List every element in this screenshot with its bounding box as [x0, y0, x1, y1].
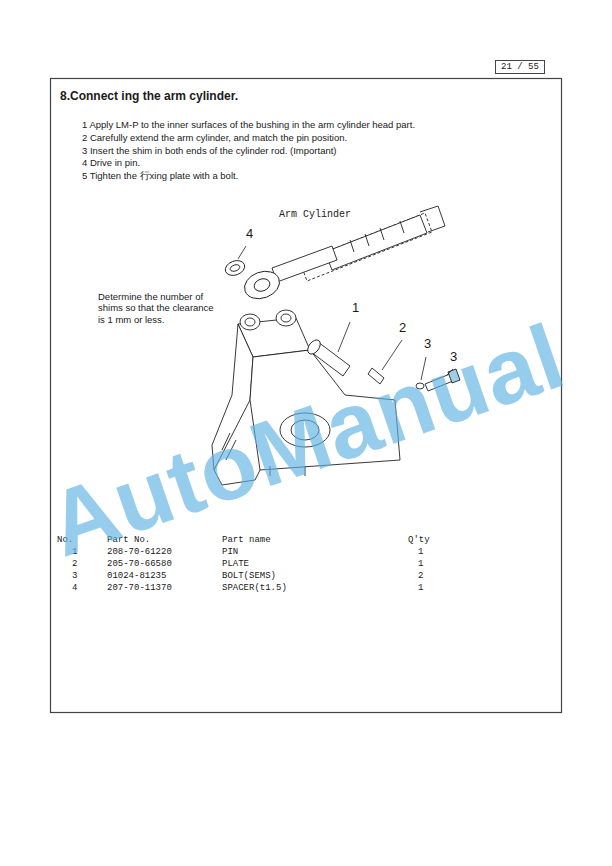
table-cell: 1	[418, 547, 423, 558]
instruction-step: 5 Tighten the 行xing plate with a bolt.	[82, 170, 238, 181]
table-cell: SPACER(t1.5)	[222, 583, 287, 594]
table-header: Q'ty	[408, 535, 430, 546]
callout-number: 4	[246, 226, 253, 242]
page-number-box: 21 / 55	[495, 60, 545, 74]
table-cell: 207-70-11370	[107, 583, 172, 594]
table-cell: 4	[72, 583, 77, 594]
table-cell: PLATE	[222, 559, 249, 570]
part-label: Arm Cylinder	[279, 209, 351, 221]
instruction-step: 3 Insert the shim in both ends of the cy…	[82, 145, 337, 156]
instruction-step: 4 Drive in pin.	[82, 157, 140, 168]
table-cell: 205-70-66580	[107, 559, 172, 570]
table-cell: 3	[72, 571, 77, 582]
table-cell: 01024-81235	[107, 571, 166, 582]
callout-number: 2	[399, 320, 406, 336]
table-cell: BOLT(SEMS)	[222, 571, 276, 582]
instruction-step: 1 Apply LM-P to the inner surfaces of th…	[82, 119, 415, 130]
table-header: Part name	[222, 535, 271, 546]
table-cell: 2	[418, 571, 423, 582]
section-title: 8.Connect ing the arm cylinder.	[60, 89, 238, 103]
table-cell: 1	[418, 559, 423, 570]
note: Determine the number of shims so that th…	[98, 291, 220, 325]
callout-number: 1	[352, 300, 359, 316]
table-cell: 1	[418, 583, 423, 594]
instruction-step: 2 Carefully extend the arm cylinder, and…	[82, 132, 347, 143]
arm-cylinder	[241, 206, 445, 303]
table-cell: PIN	[222, 547, 238, 558]
page-number: 21 / 55	[501, 62, 539, 72]
